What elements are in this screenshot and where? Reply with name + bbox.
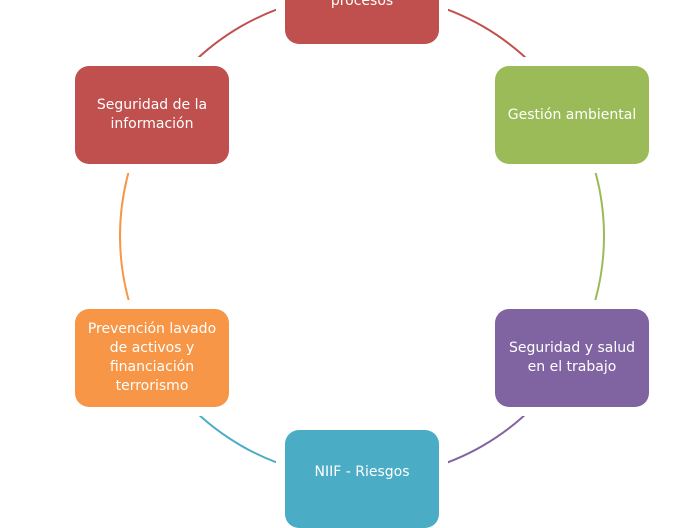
- node-label: Seguridad de la información: [96, 97, 208, 132]
- node-label: Gestión ambiental: [507, 106, 637, 123]
- node-seguridad-informacion: Seguridad de la información: [75, 66, 229, 164]
- node-label: Prevención lavado de activos y financiac…: [87, 321, 217, 394]
- node-prevencion-lavado: Prevención lavado de activos y financiac…: [75, 309, 229, 407]
- node-niif-riesgos: NIIF - Riesgos: [285, 430, 439, 528]
- node-gestion-procesos: procesos: [285, 0, 439, 44]
- node-label: NIIF - Riesgos: [314, 464, 410, 480]
- node-label: Seguridad y salud en el trabajo: [509, 340, 635, 375]
- node-label: procesos: [330, 0, 394, 9]
- node-gestion-ambiental: Gestión ambiental: [495, 66, 649, 164]
- node-seguridad-salud: Seguridad y salud en el trabajo: [495, 309, 649, 407]
